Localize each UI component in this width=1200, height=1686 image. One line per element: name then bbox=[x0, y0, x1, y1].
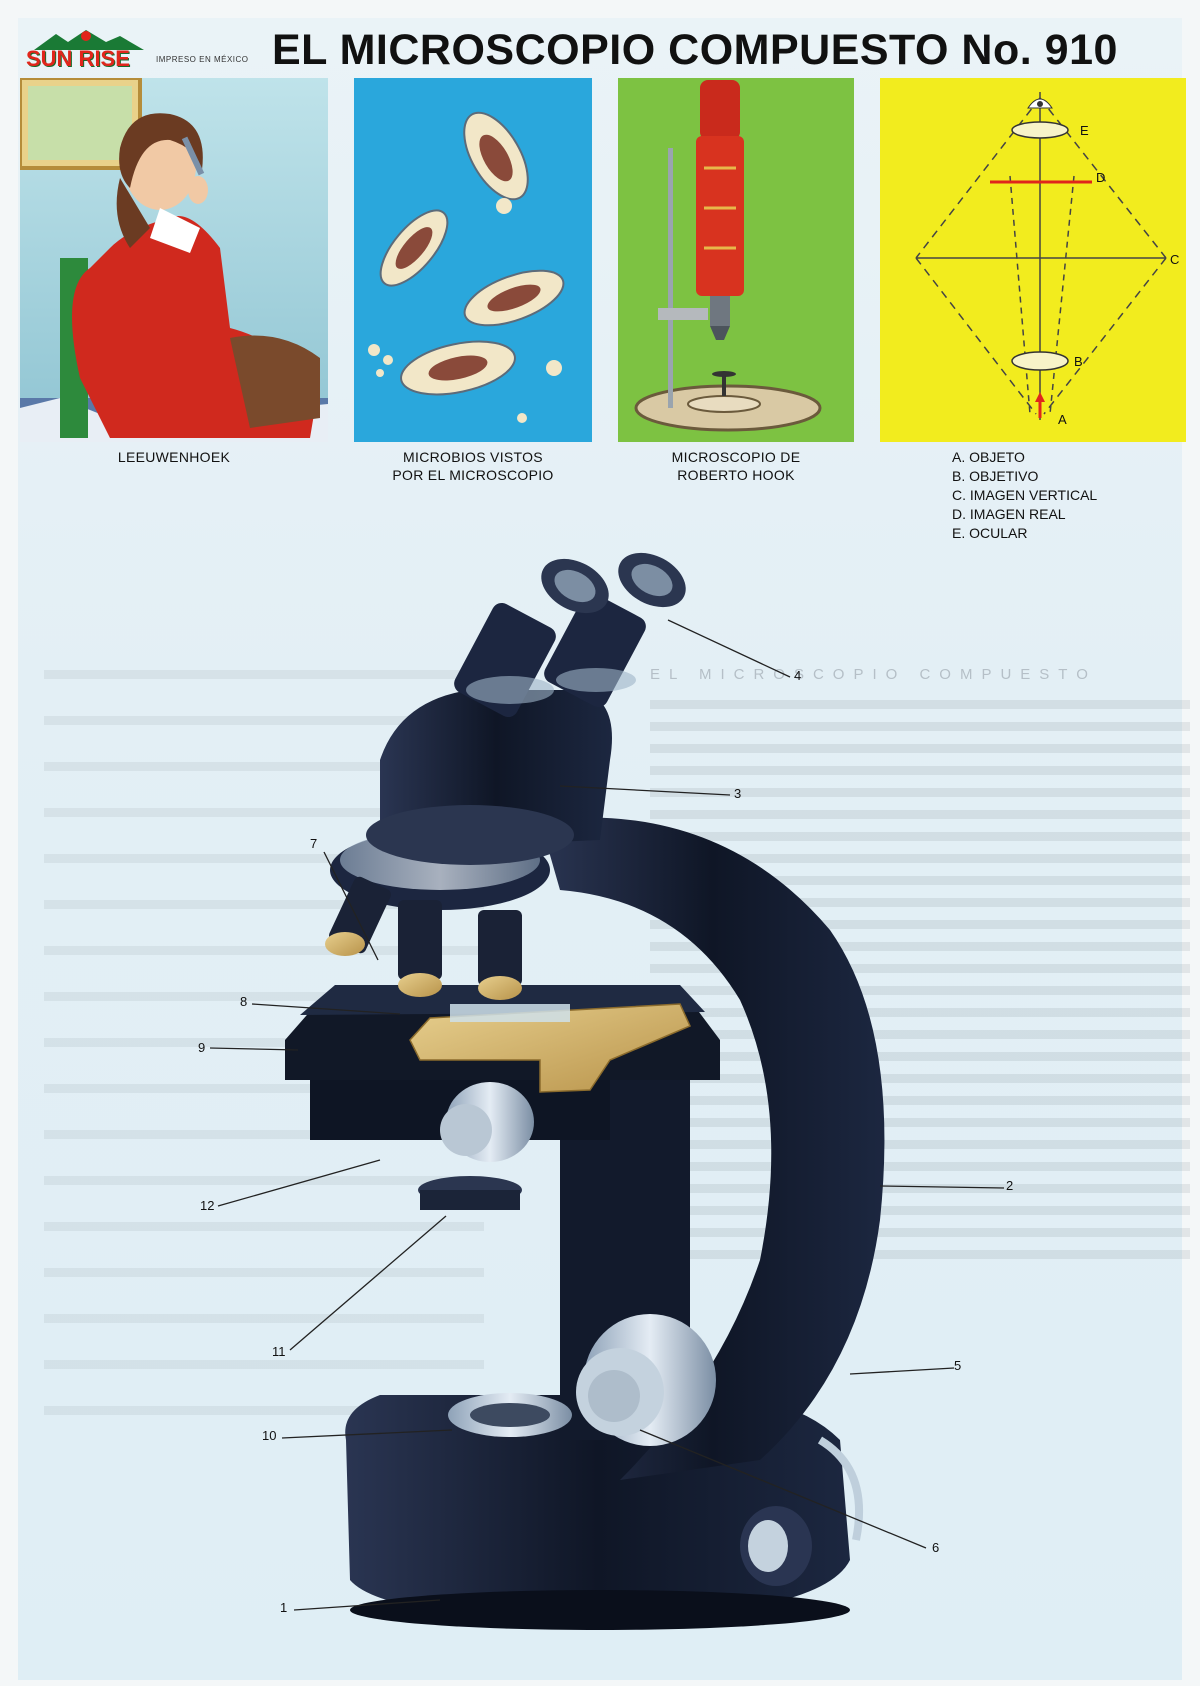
callout-3: 3 bbox=[734, 786, 742, 801]
binocular-eyepieces bbox=[454, 552, 686, 718]
paramecium-3 bbox=[463, 269, 565, 327]
callout-11: 11 bbox=[272, 1344, 286, 1359]
panel-optical-diagram: E D C B A bbox=[880, 78, 1186, 442]
diagram-label-d: D bbox=[1096, 170, 1105, 185]
callout-4: 4 bbox=[794, 668, 802, 683]
paramecium-4 bbox=[400, 340, 516, 396]
caption-microbes-line2: POR EL MICROSCOPIO bbox=[392, 467, 554, 483]
diagram-label-c: C bbox=[1170, 252, 1179, 267]
caption-microbes-line1: MICROBIOS VISTOS bbox=[403, 449, 543, 465]
callout-6: 6 bbox=[932, 1540, 940, 1555]
objective-lenses bbox=[325, 876, 522, 1000]
caption-leeuwenhoek-line1: LEEUWENHOEK bbox=[117, 449, 231, 465]
legend-item: E. OCULAR bbox=[952, 525, 1028, 541]
diagram-label-a: A bbox=[1058, 412, 1067, 427]
callout-5: 5 bbox=[954, 1358, 962, 1373]
diagram-legend: A. OBJETO B. OBJETIVO C. IMAGEN VERTICAL… bbox=[952, 448, 1097, 543]
callout-7: 7 bbox=[310, 836, 318, 851]
diagram-label-e: E bbox=[1080, 123, 1089, 138]
callout-8: 8 bbox=[240, 994, 248, 1009]
callout-lines bbox=[209, 619, 1005, 1611]
panel-hook bbox=[618, 78, 854, 442]
microbes-illustration bbox=[354, 78, 592, 442]
legend-item: D. IMAGEN REAL bbox=[952, 506, 1066, 522]
mountain-logo-icon bbox=[34, 30, 144, 50]
diagram-label-b: B bbox=[1074, 354, 1083, 369]
leeuwenhoek-illustration bbox=[20, 78, 328, 442]
panel-microbes bbox=[354, 78, 592, 442]
caption-microbes: MICROBIOS VISTOS POR EL MICROSCOPIO bbox=[354, 448, 592, 484]
hook-microscope-illustration bbox=[618, 78, 854, 442]
paramecium-1 bbox=[463, 111, 529, 201]
callout-10: 10 bbox=[262, 1428, 277, 1443]
brand-subtitle: IMPRESO EN MÉXICO bbox=[156, 55, 249, 64]
callout-12: 12 bbox=[200, 1198, 215, 1213]
legend-item: B. OBJETIVO bbox=[952, 468, 1039, 484]
legend-item: C. IMAGEN VERTICAL bbox=[952, 487, 1098, 503]
caption-hook: MICROSCOPIO DE ROBERTO HOOK bbox=[618, 448, 854, 484]
callout-1: 1 bbox=[280, 1600, 288, 1615]
brand-name: SUN RISE bbox=[26, 46, 130, 71]
caption-hook-line1: MICROSCOPIO DE bbox=[671, 449, 801, 465]
sun-rise-logo: SUN RISE IMPRESO EN MÉXICO bbox=[26, 24, 256, 74]
background-section-title: EL MICROSCOPIO COMPUESTO bbox=[650, 666, 1097, 683]
page-title: EL MICROSCOPIO COMPUESTO No. 910 bbox=[272, 26, 1118, 74]
optical-diagram: E D C B A bbox=[880, 78, 1186, 442]
legend-item: A. OBJETO bbox=[952, 449, 1025, 465]
caption-hook-line2: ROBERTO HOOK bbox=[677, 467, 795, 483]
callout-9: 9 bbox=[198, 1040, 206, 1055]
callout-2: 2 bbox=[1006, 1178, 1014, 1193]
paramecium-2 bbox=[379, 209, 449, 287]
panel-leeuwenhoek bbox=[20, 78, 328, 442]
caption-leeuwenhoek: LEEUWENHOEK bbox=[20, 448, 328, 466]
